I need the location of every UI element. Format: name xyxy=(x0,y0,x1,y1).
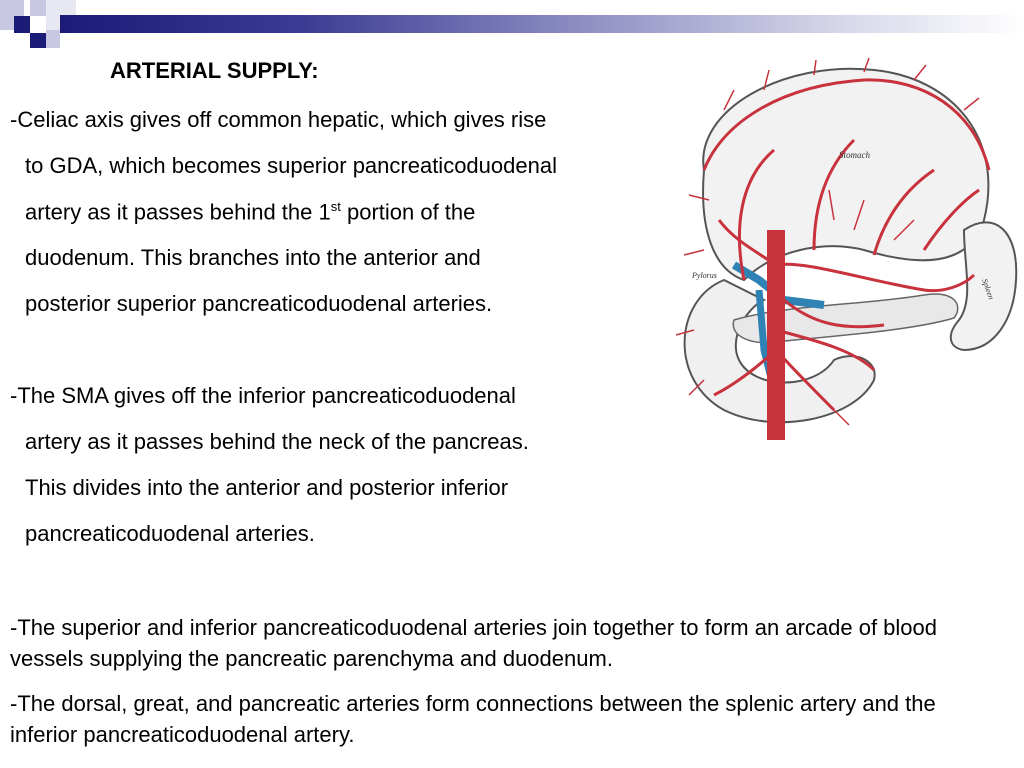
text-line: pancreaticoduodenal arteries. xyxy=(25,521,315,546)
text-line: -The SMA gives off the inferior pancreat… xyxy=(10,383,516,408)
header-gradient-bar xyxy=(60,15,1024,33)
spleen-shape xyxy=(949,221,1018,352)
deco-square xyxy=(30,33,46,48)
text-line: -Celiac axis gives off common hepatic, w… xyxy=(10,107,547,132)
pylorus-label: Pylorus xyxy=(691,271,717,280)
slide-title: ARTERIAL SUPPLY: xyxy=(110,58,319,83)
arteries xyxy=(702,78,991,412)
text-segment: portion of the xyxy=(340,199,476,225)
duodenum-shape xyxy=(683,278,876,424)
text-line: duodenum. This branches into the anterio… xyxy=(25,245,481,270)
superscript: st xyxy=(330,199,341,214)
deco-square xyxy=(30,0,46,16)
text-line: This divides into the anterior and poste… xyxy=(25,475,509,500)
aorta xyxy=(767,230,785,440)
text-line: artery as it passes behind the neck of t… xyxy=(25,429,529,454)
anatomy-illustration: Stomach Pylorus Spleen xyxy=(675,57,1018,441)
deco-square xyxy=(14,16,30,33)
stomach-shape xyxy=(702,67,990,282)
deco-square xyxy=(46,30,60,48)
paragraph: -The dorsal, great, and pancreatic arter… xyxy=(10,691,936,747)
stomach-label: Stomach xyxy=(839,150,870,160)
text-segment: artery as it passes behind the 1 xyxy=(25,199,331,225)
paragraph: -The superior and inferior pancreaticodu… xyxy=(10,615,937,671)
pancreas-shape xyxy=(732,293,959,344)
text-line: artery as it passes behind the 1st porti… xyxy=(25,199,475,225)
text-line: to GDA, which becomes superior pancreati… xyxy=(25,153,557,178)
text-line: posterior superior pancreaticoduodenal a… xyxy=(25,291,493,316)
small-arteries xyxy=(675,57,980,441)
